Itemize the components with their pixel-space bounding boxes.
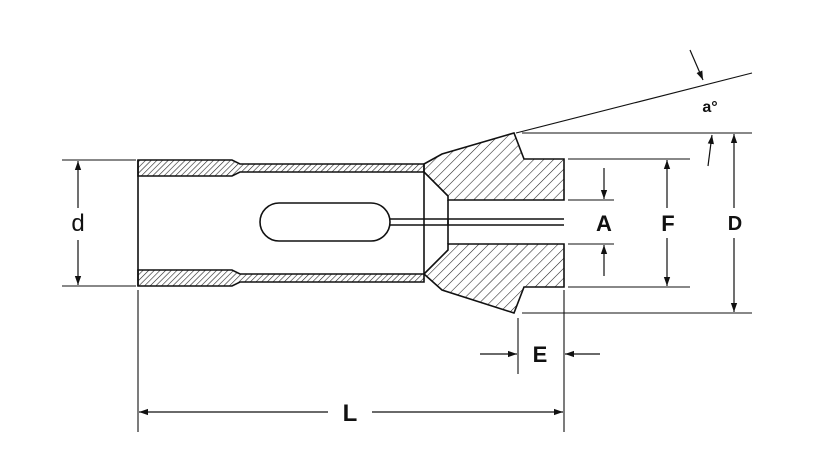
top-wall-section bbox=[137, 159, 425, 177]
bottom-head-section bbox=[422, 243, 565, 314]
label-d-outer: D bbox=[728, 213, 742, 235]
label-e: E bbox=[533, 342, 548, 367]
bottom-wall-section bbox=[137, 269, 425, 287]
dimension-lines bbox=[74, 49, 738, 416]
label-a: A bbox=[596, 211, 612, 236]
dimension-labels: d A F D a° E L bbox=[71, 99, 742, 427]
label-angle: a° bbox=[702, 99, 717, 116]
slot bbox=[259, 202, 391, 242]
extension-lines bbox=[62, 72, 753, 432]
angle-arrow-lower bbox=[707, 134, 714, 167]
angle-arrow-upper bbox=[689, 49, 704, 81]
top-head-section bbox=[423, 132, 565, 201]
label-d: d bbox=[71, 210, 84, 237]
label-l: L bbox=[343, 400, 358, 427]
label-f: F bbox=[661, 211, 674, 236]
collet-body bbox=[137, 132, 565, 314]
